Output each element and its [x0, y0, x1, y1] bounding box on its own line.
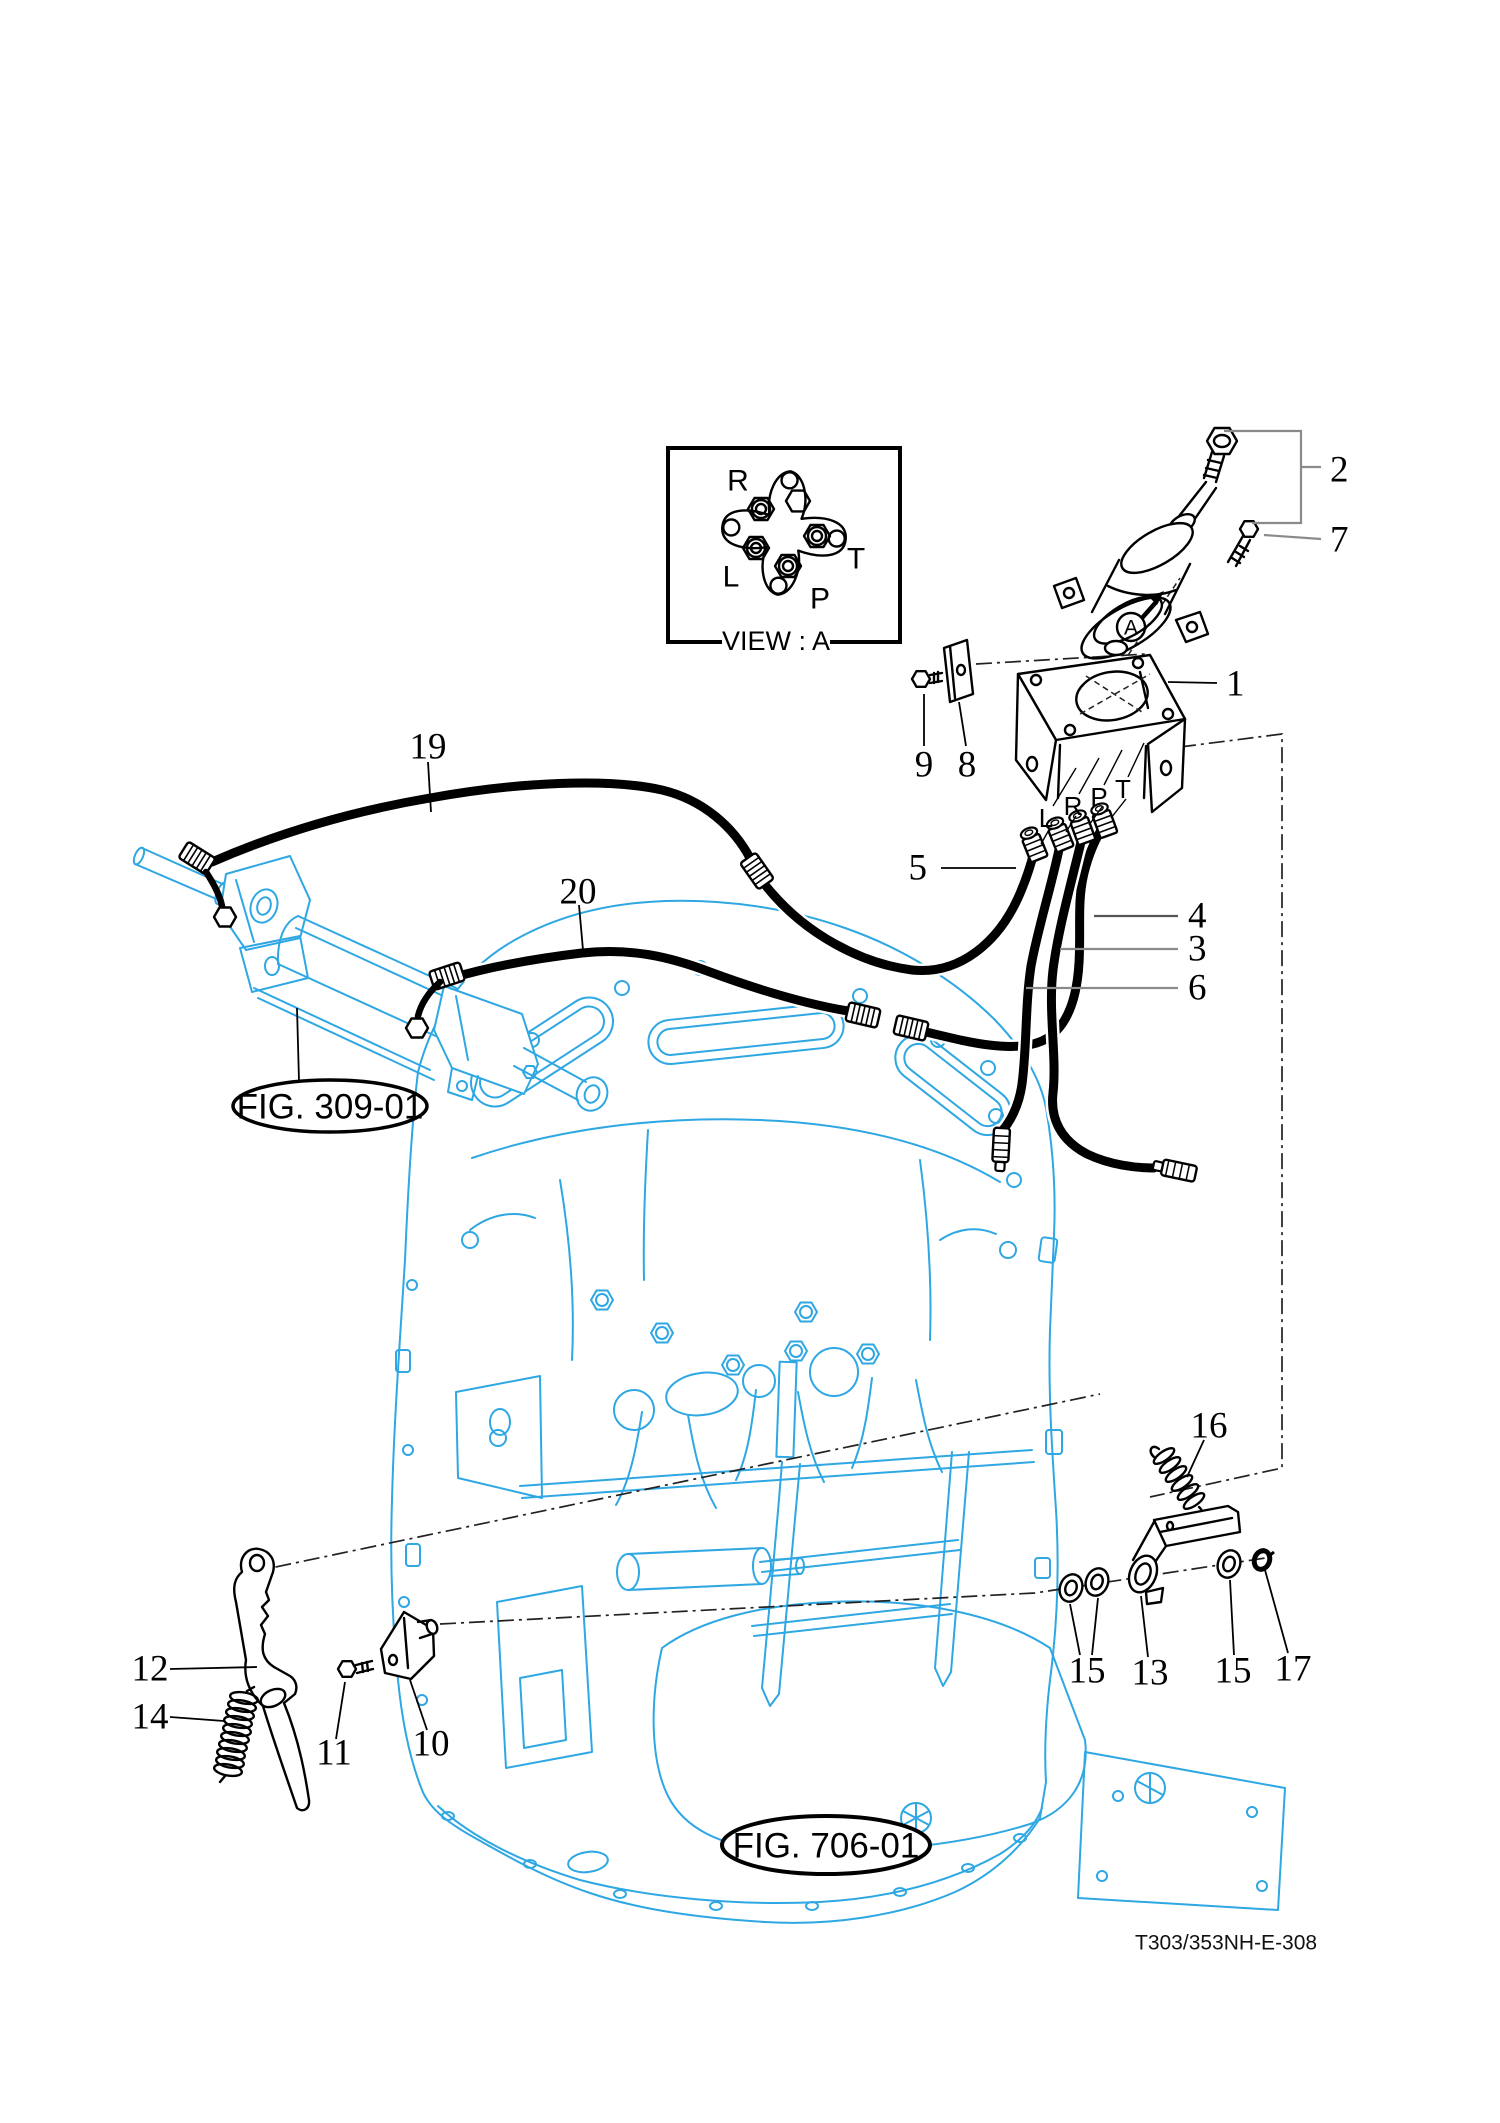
part-label-11: 11 [316, 1733, 352, 1774]
hose-r-port [997, 840, 1065, 1136]
snap-ring-17 [1251, 1548, 1275, 1572]
hose-port-letter-T: T [1115, 774, 1131, 804]
bolt-9 [910, 670, 944, 688]
hose-p-port [1046, 833, 1159, 1173]
hose-end-fitting-right [1150, 1156, 1199, 1184]
center-lines [246, 577, 1283, 1625]
manifold-ports [741, 489, 832, 579]
part-label-12: 12 [132, 1649, 169, 1690]
fig-ref-309-01: FIG. 309-01 [231, 1078, 429, 1134]
part-label-15: 15 [1069, 1651, 1106, 1692]
view-a-port-letter-T: T [847, 543, 865, 576]
coupler-hose20-a [844, 1000, 882, 1030]
view-a-port-letter-R: R [727, 465, 749, 498]
hose-end-fitting-bottom [990, 1126, 1012, 1173]
part-label-5: 5 [909, 848, 928, 889]
lock-lever-12 [233, 1547, 311, 1812]
fig-ref-309-label: FIG. 309-01 [237, 1088, 424, 1127]
hose-fittings [177, 799, 1199, 1184]
part-label-19: 19 [410, 727, 447, 768]
part-label-7: 7 [1330, 520, 1349, 561]
hose-l-port [761, 847, 1039, 975]
frame-hex-nuts [590, 1289, 880, 1376]
hose-20-run [447, 947, 853, 1016]
view-a-port-letter-P: P [810, 583, 830, 616]
part-label-20: 20 [560, 872, 597, 913]
hose-port-letter-L: L [1039, 803, 1053, 833]
bolt-7 [1226, 520, 1260, 568]
stopper-plate-10 [379, 1610, 439, 1681]
fig-ref-706-label: FIG. 706-01 [733, 1827, 920, 1866]
document-code: T303/353NH-E-308 [1135, 1932, 1317, 1955]
hose-t-port [921, 822, 1108, 1051]
part-label-3: 3 [1188, 929, 1207, 970]
part-label-15: 15 [1215, 1651, 1252, 1692]
hose-19-run [207, 778, 755, 867]
leader-lines [169, 429, 1322, 1740]
spring-16 [1149, 1445, 1206, 1519]
part-label-10: 10 [413, 1724, 450, 1765]
clip-plate-8 [942, 638, 975, 704]
view-a-marker: A [1115, 591, 1164, 643]
lever-13 [1127, 1504, 1242, 1606]
part-label-1: 1 [1226, 664, 1245, 705]
part-label-13: 13 [1132, 1653, 1169, 1694]
view-a-marker-letter: A [1124, 617, 1138, 640]
part-label-9: 9 [915, 745, 934, 786]
valve-bracket [1014, 653, 1187, 814]
part-label-6: 6 [1188, 968, 1207, 1009]
view-a-caption: VIEW : A [722, 626, 830, 656]
steering-valve-assembly: A [1052, 426, 1260, 660]
spring-14 [212, 1685, 260, 1784]
hose-port-letter-R: R [1064, 791, 1083, 821]
part-label-17: 17 [1275, 1649, 1312, 1690]
fig-ref-706-01: FIG. 706-01 [720, 1814, 932, 1876]
coupler-hose19-cylinder [177, 840, 217, 876]
steering-cylinder-drawing [132, 846, 609, 1112]
hydraulic-hoses [205, 776, 1161, 1175]
bolt-11 [336, 1659, 375, 1679]
coupler-hose20-b [892, 1013, 930, 1043]
part-label-16: 16 [1191, 1406, 1228, 1447]
part-label-14: 14 [132, 1697, 169, 1738]
hose-port-letter-P: P [1090, 782, 1107, 812]
view-a-port-letter-L: L [723, 561, 740, 594]
washer-15-right [1216, 1549, 1242, 1579]
washers-15-left [1058, 1567, 1110, 1603]
part-label-4: 4 [1188, 896, 1207, 937]
view-a-box: R T L P VIEW : A [666, 446, 902, 656]
part-label-2: 2 [1330, 450, 1349, 491]
part-label-8: 8 [958, 745, 977, 786]
view-a-port-letters: R T L P [723, 465, 866, 616]
